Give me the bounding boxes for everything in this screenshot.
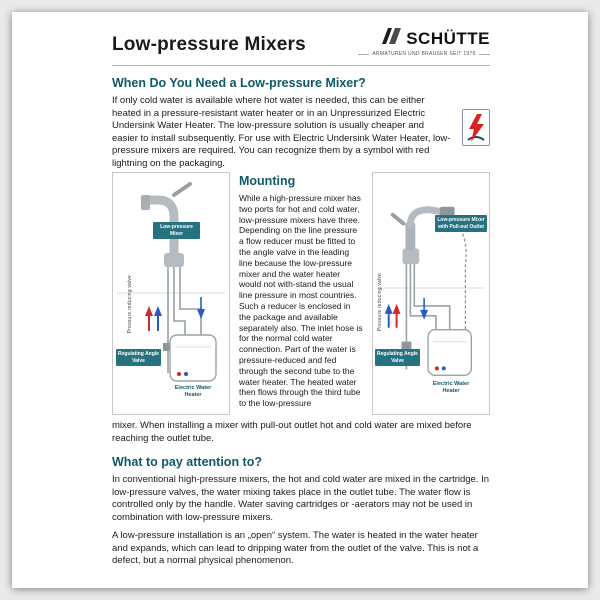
faucet-icon [141, 182, 192, 267]
hot-water-arrow-icon [392, 303, 401, 328]
attention-para-1: In conventional high-pressure mixers, th… [112, 474, 490, 523]
angle-valve-label: Regulating Angle Valve [375, 349, 420, 366]
mixer-label: Low-pressure Mixer with Pull-out Outlet [435, 215, 487, 232]
brand-mark-icon [382, 28, 402, 49]
header: Low-pressure Mixers SCHÜTTE ARMATUREN UN… [112, 28, 490, 57]
angle-valve-label: Regulating Angle Valve [116, 349, 161, 366]
attention-section: What to pay attention to? In conventiona… [112, 455, 490, 568]
mounting-text-column: Mounting While a high-pressure mixer has… [236, 172, 366, 415]
heater-label: Electric Water Heater [174, 385, 212, 398]
pressure-valve-label: Pressure reducing valve [377, 273, 383, 332]
angle-valve-symbol [401, 341, 412, 350]
brand-tagline: ARMATUREN UND BRAUSEN SEIT 1976 [358, 51, 490, 57]
diagram-left-panel: Low-pressure Mixer Pressure reducing val… [112, 172, 230, 415]
brand-logo: SCHÜTTE ARMATUREN UND BRAUSEN SEIT 1976 [358, 28, 490, 57]
intro-heading: When Do You Need a Low-pressure Mixer? [112, 76, 366, 90]
diagram-right-graphic [376, 206, 486, 377]
header-divider [112, 65, 490, 66]
hot-water-arrow-icon [145, 306, 153, 331]
attention-para-2: A low-pressure installation is an „open“… [112, 530, 479, 566]
mounting-continuation: mixer. When installing a mixer with pull… [112, 420, 472, 444]
pullout-hose-graphic [451, 216, 467, 330]
water-heater-icon [169, 334, 217, 382]
mounting-body: While a high-pressure mixer has two port… [239, 193, 363, 409]
pipes-graphic [167, 267, 202, 373]
brand-name: SCHÜTTE [406, 28, 490, 48]
red-lightning-symbol-icon [462, 109, 490, 146]
water-heater-icon [427, 329, 472, 377]
intro-body: If only cold water is available where ho… [112, 95, 451, 169]
cold-water-arrow-icon [384, 297, 429, 328]
intro-section: When Do You Need a Low-pressure Mixer? I… [112, 76, 490, 170]
heater-label: Electric Water Heater [432, 381, 470, 394]
angle-valve-symbol [163, 343, 173, 351]
diagram-left-graphic [117, 182, 225, 382]
faucet-pullout-icon [390, 206, 455, 265]
manual-page: Low-pressure Mixers SCHÜTTE ARMATUREN UN… [12, 12, 588, 588]
diagram-right-panel: Low-pressure Mixer with Pull-out Outlet … [372, 172, 490, 415]
cold-water-arrow-icon [154, 297, 205, 331]
mixer-label: Low-pressure Mixer [153, 222, 200, 239]
page-content: Low-pressure Mixers SCHÜTTE ARMATUREN UN… [112, 28, 490, 574]
pressure-valve-label: Pressure reducing valve [127, 275, 133, 334]
mounting-heading: Mounting [239, 174, 296, 188]
mounting-section: Low-pressure Mixer Pressure reducing val… [112, 172, 490, 415]
page-title: Low-pressure Mixers [112, 34, 306, 55]
attention-heading: What to pay attention to? [112, 455, 262, 469]
